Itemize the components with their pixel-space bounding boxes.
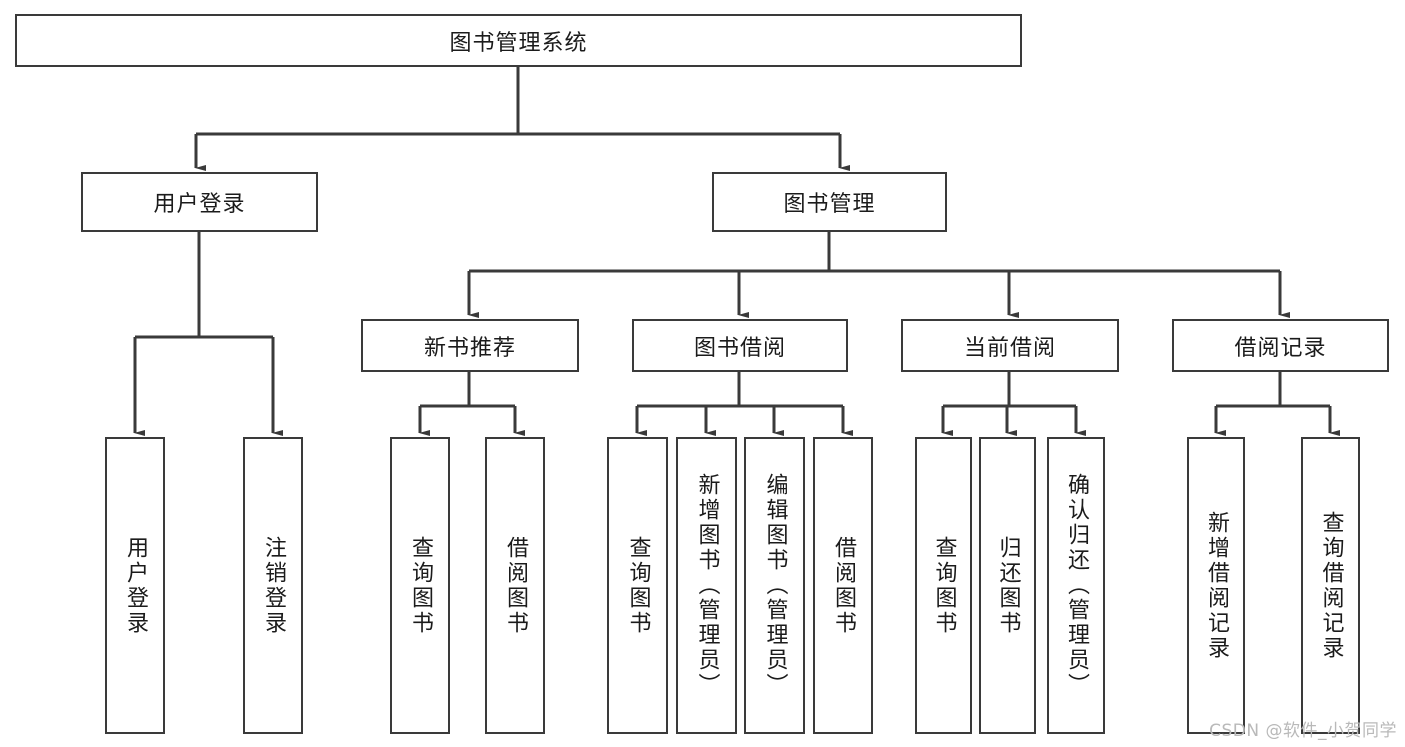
node-borrow-record-label: 借阅记录 xyxy=(1234,335,1327,361)
node-leaf-add-book[interactable]: 新增图书（管理员） xyxy=(676,437,737,734)
node-leaf-add-borrow-record[interactable]: 新增借阅记录 xyxy=(1187,437,1245,734)
node-leaf-query-borrow-record[interactable]: 查询借阅记录 xyxy=(1301,437,1360,734)
node-leaf-borrow-book-1[interactable]: 借阅图书 xyxy=(485,437,545,734)
watermark-text: CSDN @软件_小贺同学 xyxy=(1209,721,1397,741)
node-leaf-edit-book[interactable]: 编辑图书（管理员） xyxy=(744,437,805,734)
node-borrow-record[interactable]: 借阅记录 xyxy=(1172,319,1389,372)
node-leaf-edit-book-label: 编辑图书（管理员） xyxy=(762,473,788,698)
node-leaf-borrow-book-2-label: 借阅图书 xyxy=(830,535,856,636)
node-leaf-borrow-book-2[interactable]: 借阅图书 xyxy=(813,437,873,734)
node-book-borrow[interactable]: 图书借阅 xyxy=(632,319,848,372)
node-current-borrow-label: 当前借阅 xyxy=(963,335,1056,361)
node-leaf-borrow-book-1-label: 借阅图书 xyxy=(502,535,528,636)
node-leaf-logout-login[interactable]: 注销登录 xyxy=(243,437,303,734)
node-book-borrow-label: 图书借阅 xyxy=(693,335,786,361)
node-leaf-confirm-return-label: 确认归还（管理员） xyxy=(1063,473,1089,698)
node-leaf-query-book-2-label: 查询图书 xyxy=(625,535,651,636)
node-leaf-query-book-2[interactable]: 查询图书 xyxy=(607,437,668,734)
node-leaf-logout-login-label: 注销登录 xyxy=(260,535,286,636)
node-root-system[interactable]: 图书管理系统 xyxy=(15,14,1022,67)
node-current-borrow[interactable]: 当前借阅 xyxy=(901,319,1119,372)
node-new-book-recommend[interactable]: 新书推荐 xyxy=(361,319,579,372)
node-leaf-user-login-label: 用户登录 xyxy=(122,535,148,636)
node-book-manage-label: 图书管理 xyxy=(783,192,876,217)
node-user-login[interactable]: 用户登录 xyxy=(81,172,318,232)
node-leaf-add-book-label: 新增图书（管理员） xyxy=(694,473,720,698)
node-leaf-query-book-3-label: 查询图书 xyxy=(931,535,957,636)
node-leaf-add-borrow-record-label: 新增借阅记录 xyxy=(1203,510,1229,661)
node-root-label: 图书管理系统 xyxy=(449,30,588,56)
node-leaf-user-login[interactable]: 用户登录 xyxy=(105,437,165,734)
node-user-login-label: 用户登录 xyxy=(153,192,246,217)
node-leaf-query-book-3[interactable]: 查询图书 xyxy=(915,437,972,734)
node-leaf-return-book[interactable]: 归还图书 xyxy=(979,437,1036,734)
node-book-manage[interactable]: 图书管理 xyxy=(712,172,947,232)
node-leaf-confirm-return[interactable]: 确认归还（管理员） xyxy=(1047,437,1105,734)
node-leaf-return-book-label: 归还图书 xyxy=(995,535,1021,636)
node-leaf-query-borrow-record-label: 查询借阅记录 xyxy=(1318,510,1344,661)
node-leaf-query-book-1-label: 查询图书 xyxy=(407,535,433,636)
node-leaf-query-book-1[interactable]: 查询图书 xyxy=(390,437,450,734)
node-new-book-recommend-label: 新书推荐 xyxy=(423,335,516,361)
